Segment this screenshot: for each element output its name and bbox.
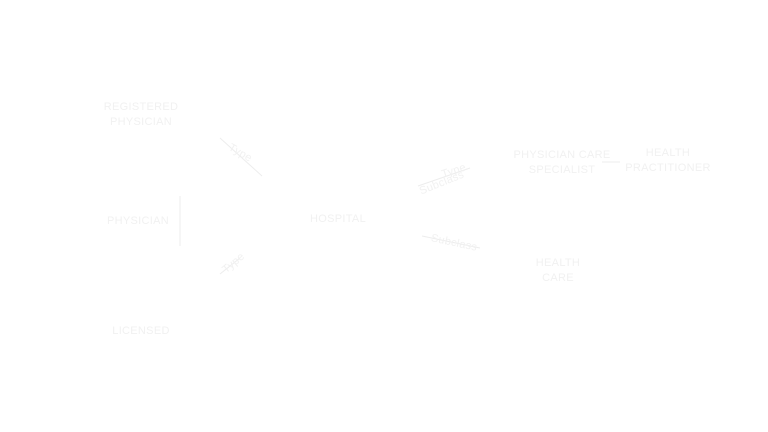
node-health-practitioner: HEALTH PRACTITIONER <box>625 147 711 174</box>
node-health-care: HEALTH CARE <box>535 257 581 284</box>
node-hospital: HOSPITAL <box>310 213 366 225</box>
node-licensed: LICENSED <box>112 325 170 337</box>
edge-upper-right <box>417 167 471 187</box>
edge-lower-left <box>219 257 241 275</box>
edge-upper-left <box>219 137 263 177</box>
node-registered-physician: REGISTERED PHYSICIAN <box>103 101 179 128</box>
edge-lower-right <box>421 235 481 249</box>
node-physician-care-specialist: PHYSICIAN CARE SPECIALIST <box>513 149 611 176</box>
node-physician: PHYSICIAN <box>107 215 169 227</box>
